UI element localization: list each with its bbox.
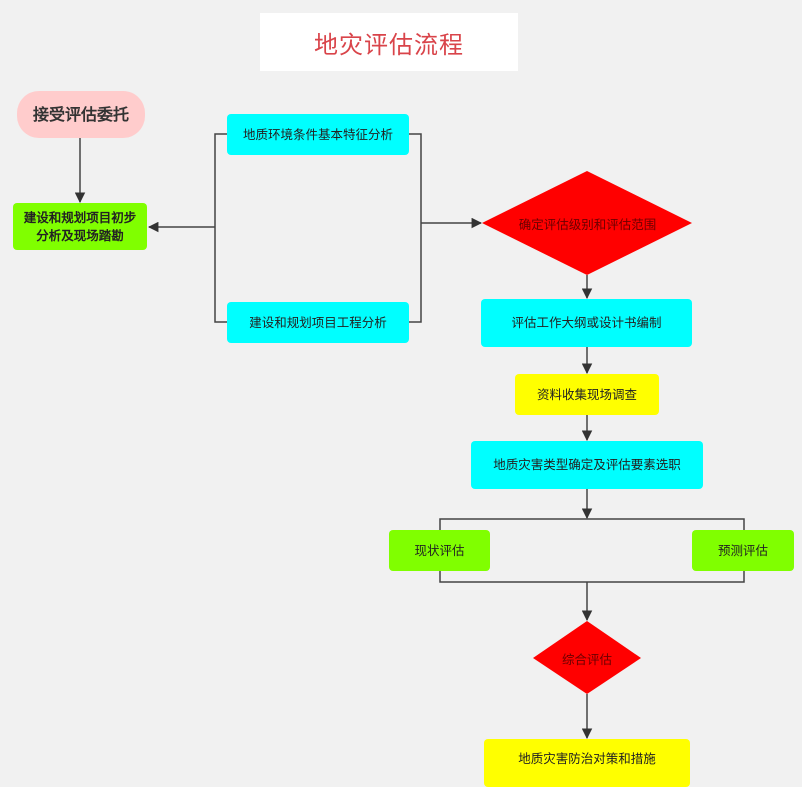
start-node[interactable]: 接受评估委托 xyxy=(17,91,145,138)
hazard-types-node[interactable]: 地质灾害类型确定及评估要素选职 xyxy=(471,441,703,489)
data-collection-node-label: 资料收集现场调查 xyxy=(536,386,637,402)
diamond-comprehensive xyxy=(533,621,641,694)
preliminary-node-label: 建设和规划项目初步分析及现场踏勘 xyxy=(23,209,137,243)
comprehensive-node-label: 综合评估 xyxy=(561,651,612,667)
right-bracket xyxy=(409,133,422,323)
diamond-determine-level xyxy=(482,171,692,275)
measures-node[interactable]: 地质灾害防治对策和措施 xyxy=(484,739,690,787)
geo-env-node-label: 地质环境条件基本特征分析 xyxy=(242,126,393,142)
title-box: 地灾评估流程 xyxy=(260,13,518,71)
start-node-label: 接受评估委托 xyxy=(32,104,129,124)
predict-eval-node-label: 预测评估 xyxy=(717,542,768,558)
current-eval-node-label: 现状评估 xyxy=(414,542,465,558)
page-title: 地灾评估流程 xyxy=(314,30,464,59)
determine-level-node-label: 确定评估级别和评估范围 xyxy=(518,216,657,232)
preliminary-node[interactable]: 建设和规划项目初步分析及现场踏勘 xyxy=(13,203,147,250)
eval-bracket-bottom xyxy=(439,571,745,583)
outline-node-label: 评估工作大纲或设计书编制 xyxy=(511,315,662,330)
determine-level-node[interactable]: 确定评估级别和评估范围 xyxy=(500,210,675,236)
project-analysis-node[interactable]: 建设和规划项目工程分析 xyxy=(227,302,409,343)
data-collection-node[interactable]: 资料收集现场调查 xyxy=(515,374,659,415)
predict-eval-node[interactable]: 预测评估 xyxy=(692,530,794,571)
current-eval-node[interactable]: 现状评估 xyxy=(389,530,490,571)
outline-node[interactable]: 评估工作大纲或设计书编制 xyxy=(481,299,692,347)
measures-node-label: 地质灾害防治对策和措施 xyxy=(518,751,656,766)
hazard-types-node-label: 地质灾害类型确定及评估要素选职 xyxy=(493,457,681,472)
eval-bracket-top xyxy=(439,518,745,530)
project-analysis-node-label: 建设和规划项目工程分析 xyxy=(249,314,387,330)
left-bracket xyxy=(214,133,227,323)
comprehensive-node[interactable]: 综合评估 xyxy=(547,646,627,670)
geo-env-node[interactable]: 地质环境条件基本特征分析 xyxy=(227,114,409,155)
